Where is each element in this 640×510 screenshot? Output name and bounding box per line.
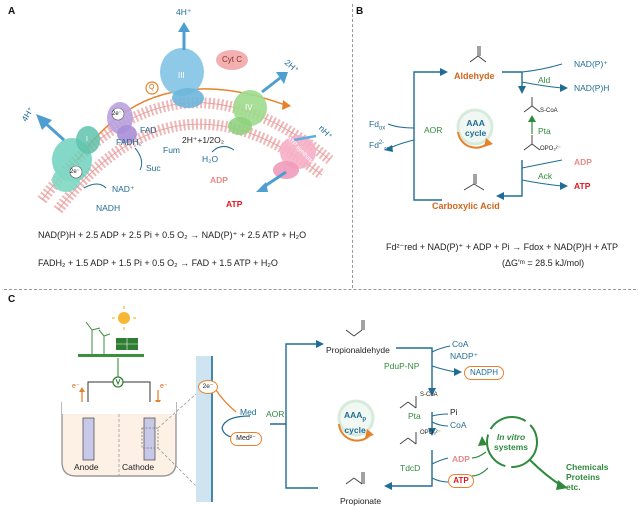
panel-b-label: B — [356, 6, 364, 17]
nadph-label: NADPH — [464, 366, 504, 380]
panel-divider-horizontal — [4, 289, 636, 290]
panel-c-label: C — [8, 294, 16, 305]
nadp-oxidized-label: NAD(P)⁺ — [574, 59, 608, 69]
panel-c-atp-label: ATP — [448, 474, 474, 488]
succinate-label: Suc — [146, 163, 161, 173]
complex-iv-label: IV — [245, 103, 253, 112]
nadp-reduced-label: NAD(P)H — [574, 83, 610, 93]
aaa-cycle-diagram — [384, 46, 568, 201]
panel-divider-vertical — [352, 4, 353, 288]
atp-synthase-protein — [273, 135, 316, 179]
panel-b-adp-label: ADP — [574, 157, 592, 167]
aaa-net-equation: Fd²⁻red + NAD(P)⁺ + ADP + Pi → Fdox + NA… — [386, 242, 618, 252]
bioelectrochemical-cell-diagram — [61, 306, 568, 502]
ald-enzyme-label: Ald — [538, 75, 551, 85]
coa-output-label: CoA — [450, 420, 467, 430]
cytochrome-c-protein — [216, 50, 248, 70]
fd-red-label: Fd2-red — [369, 139, 393, 153]
complex-ii-label: II — [110, 100, 114, 107]
fd-ox-label: Fdox — [369, 119, 386, 132]
complex-iii-protein — [160, 48, 204, 108]
propionyl-coa-label: S-CoA — [420, 392, 438, 398]
panel-a-label: A — [8, 6, 16, 17]
coa-input-label: CoA — [452, 339, 469, 349]
electron-left-label: e⁻ — [72, 383, 80, 390]
respiration-equation-fadh2: FADH₂ + 1.5 ADP + 1.5 Pi + 0.5 O₂ → FAD … — [38, 258, 278, 268]
pta-enzyme-label: Pta — [538, 126, 551, 136]
electron-pair-label-2: 2e⁻ — [70, 169, 80, 175]
oxygen-label: 2H⁺+1/2O₂ — [182, 135, 225, 145]
complex-i-label: I — [86, 136, 88, 143]
aldehyde-label: Aldehyde — [454, 71, 495, 81]
fumarate-label: Fum — [163, 145, 180, 155]
cathode-label: Cathode — [122, 462, 155, 472]
pdup-np-label: PduP-NP — [384, 361, 420, 371]
cyt-c-label: Cyt C — [222, 55, 242, 64]
electron-pair-badge: 2e⁻ — [198, 380, 218, 394]
propionaldehyde-label: Propionaldehyde — [326, 345, 390, 355]
acyl-coa-label: S-CoA — [540, 108, 558, 114]
aor-enzyme-c-label: AOR — [266, 409, 285, 419]
electron-right-label: e⁻ — [160, 383, 168, 390]
fadh2-label: FADH₂ — [116, 137, 142, 147]
mediator-ox-label: Med — [240, 407, 257, 417]
acyl-phosphate-label: OPO₃²⁻ — [540, 146, 561, 152]
fad-label: FAD — [140, 125, 157, 135]
water-label: H₂O — [202, 154, 219, 164]
aor-enzyme-label: AOR — [424, 125, 443, 135]
panel-c-adp-label: ADP — [452, 454, 470, 464]
mediator-reduced-label: Med²⁻ — [230, 432, 262, 446]
nad-label: NAD⁺ — [112, 184, 135, 194]
propionate-label: Propionate — [340, 496, 382, 506]
proton-top-label: 4H⁺ — [176, 7, 192, 17]
electron-pair-label-1: 2e⁻ — [112, 111, 122, 117]
propionyl-phosphate-label: OPO₃²⁻ — [420, 430, 441, 436]
atp-label: ATP — [226, 199, 243, 209]
aaa-delta-g: (ΔG'ᵐ = 28.5 kJ/mol) — [502, 258, 585, 268]
quinone-label: Q — [149, 84, 155, 91]
nadh-label: NADH — [96, 203, 121, 213]
complex-iii-label: III — [178, 71, 185, 80]
respiration-equation-nadh: NAD(P)H + 2.5 ADP + 2.5 Pi + 0.5 O₂ → NA… — [38, 230, 307, 240]
anode-label: Anode — [74, 462, 99, 472]
carboxylic-acid-label: Carboxylic Acid — [432, 201, 500, 211]
tdcd-label: TdcD — [400, 463, 421, 473]
mitochondrial-membrane-diagram — [36, 22, 334, 214]
panel-b-atp-label: ATP — [574, 181, 591, 191]
pta-c-label: Pta — [408, 411, 421, 421]
complex-iv-protein — [228, 90, 267, 135]
ack-enzyme-label: Ack — [538, 171, 553, 181]
phosphate-input-label: Pi — [450, 407, 458, 417]
nadp-label: NADP⁺ — [450, 351, 479, 361]
adp-label: ADP — [210, 175, 228, 185]
